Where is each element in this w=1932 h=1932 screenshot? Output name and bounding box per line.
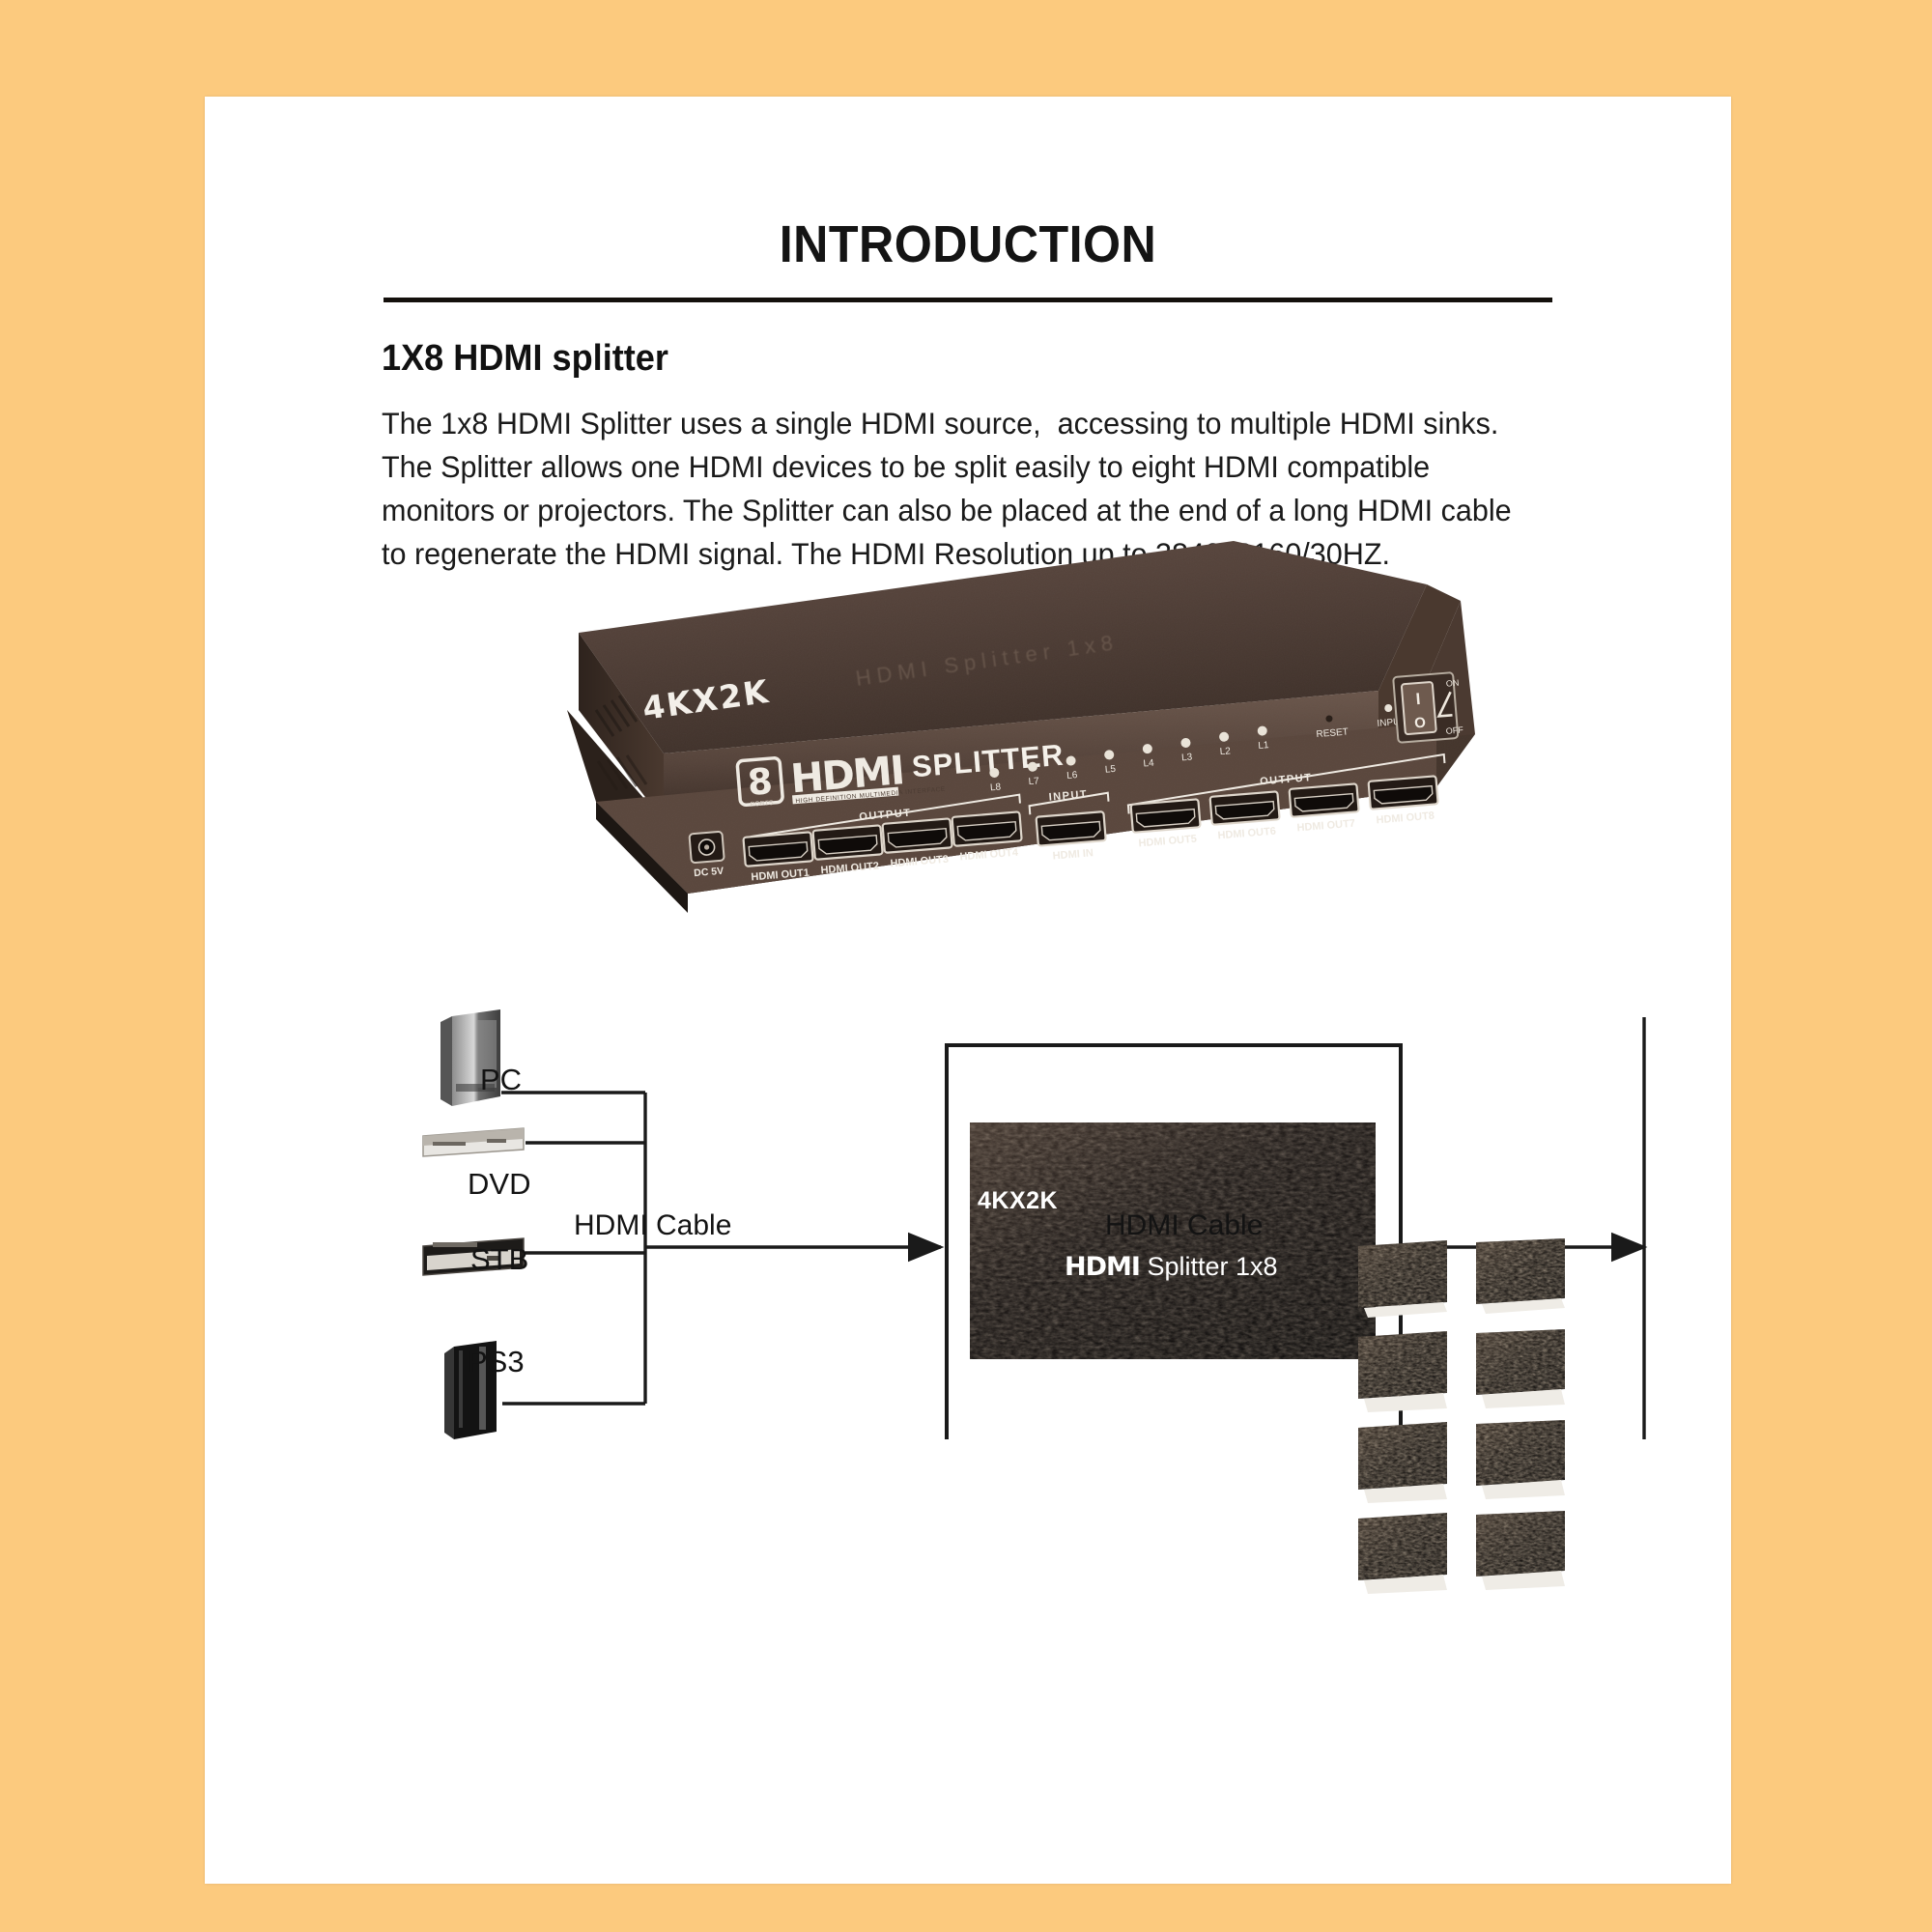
splitter-box-badge: 4KX2K <box>978 1187 1059 1214</box>
vent-slots <box>594 695 648 791</box>
hdmi-out-port: HDMI OUT1 <box>742 831 814 884</box>
intro-paragraph: The 1x8 HDMI Splitter uses a single HDMI… <box>382 406 1520 571</box>
dc-power-jack: DC 5V <box>688 831 725 879</box>
hdmi-in-port: INPUT HDMI IN <box>1028 788 1110 862</box>
source-label-ps3: PS3 <box>468 1345 525 1378</box>
switch-symbol-off: O <box>1414 715 1427 732</box>
hdmi-out-port: HDMI OUT4 <box>951 810 1023 864</box>
svg-text:PORTS: PORTS <box>750 800 774 809</box>
svg-text:L3: L3 <box>1181 752 1193 763</box>
switch-symbol-on: I <box>1415 690 1421 708</box>
svg-text:L2: L2 <box>1219 746 1231 757</box>
pc-tower-icon <box>440 1009 500 1106</box>
hdmi-out-port: HDMI OUT2 <box>811 824 884 877</box>
title-divider <box>384 298 1552 302</box>
splitter-box-model: HDMI Splitter 1x8 <box>1065 1252 1278 1282</box>
front-port-row: DC 5V OUTPUT HDMI OUT1 HDMI OUT2 <box>688 753 1446 884</box>
tv-monitor-icon <box>1358 1422 1447 1503</box>
hdmi-out-port: HDMI OUT6 <box>1208 790 1281 842</box>
front-output-group-label: OUTPUT <box>859 808 912 823</box>
set-top-box-icon <box>422 1237 525 1276</box>
power-switch: I O ON OFF <box>1392 671 1464 744</box>
page-title: INTRODUCTION <box>779 215 1157 273</box>
svg-text:L7: L7 <box>1028 776 1039 787</box>
hdmi-out-port: HDMI OUT3 <box>881 817 953 870</box>
front-brand-count: 8 <box>746 760 774 804</box>
splitter-box-model-text: Splitter 1x8 <box>1147 1252 1278 1281</box>
svg-text:HDMI OUT4: HDMI OUT4 <box>959 847 1019 864</box>
monitor-grid <box>1354 1238 1577 1615</box>
svg-text:L1: L1 <box>1258 740 1269 752</box>
tv-monitor-icon <box>1476 1511 1565 1590</box>
input-group-label: INPUT <box>1048 788 1088 803</box>
svg-text:HDMI OUT3: HDMI OUT3 <box>890 854 949 870</box>
svg-text:HDMI OUT7: HDMI OUT7 <box>1296 818 1355 835</box>
rear-output-group-label: OUTPUT <box>1260 772 1313 787</box>
svg-text:HDMI OUT8: HDMI OUT8 <box>1376 810 1435 827</box>
output-cable-label: HDMI Cable <box>1105 1209 1264 1241</box>
svg-text:L8: L8 <box>990 781 1002 793</box>
tv-monitor-icon <box>1476 1329 1565 1408</box>
input-cable-label: HDMI Cable <box>574 1209 732 1241</box>
switch-off-label: OFF <box>1445 724 1463 735</box>
tv-monitor-icon <box>1476 1420 1565 1499</box>
svg-text:HDMI OUT5: HDMI OUT5 <box>1138 834 1197 850</box>
tv-monitor-icon <box>1358 1513 1447 1594</box>
splitter-box-brand: HDMI <box>1065 1252 1141 1282</box>
source-label-stb: STB <box>470 1242 529 1276</box>
tv-monitor-icon <box>1358 1331 1447 1412</box>
svg-text:L5: L5 <box>1104 764 1116 776</box>
hdmi-out-port: HDMI OUT8 <box>1367 775 1439 827</box>
svg-text:HDMI OUT2: HDMI OUT2 <box>820 861 879 877</box>
switch-on-label: ON <box>1445 678 1459 689</box>
hdmi-out-port: HDMI OUT5 <box>1129 798 1202 850</box>
source-label-dvd: DVD <box>468 1167 531 1201</box>
ps3-console-icon <box>444 1341 497 1439</box>
document-page: INTRODUCTION 1X8 HDMI splitter The 1x8 H… <box>205 97 1731 1884</box>
hdmi-out-port: HDMI OUT7 <box>1288 782 1360 835</box>
tv-monitor-icon <box>1358 1240 1447 1318</box>
dc-jack-label: DC 5V <box>694 866 724 879</box>
product-photo: 4KX2K HDMI Splitter 1x8 <box>355 512 1610 927</box>
splitter-device-box <box>945 1043 1403 1439</box>
connection-diagram <box>224 956 1731 1439</box>
svg-text:HDMI OUT1: HDMI OUT1 <box>751 867 810 884</box>
svg-text:L6: L6 <box>1066 770 1078 781</box>
source-label-pc: PC <box>480 1063 523 1096</box>
tv-monitor-icon <box>1476 1238 1565 1314</box>
svg-text:L4: L4 <box>1143 758 1154 770</box>
reset-label: RESET <box>1316 726 1349 740</box>
section-heading: 1X8 HDMI splitter <box>382 338 668 379</box>
svg-text:HDMI OUT6: HDMI OUT6 <box>1217 826 1276 842</box>
svg-text:HDMI IN: HDMI IN <box>1052 847 1094 862</box>
dvd-player-icon <box>422 1127 525 1157</box>
